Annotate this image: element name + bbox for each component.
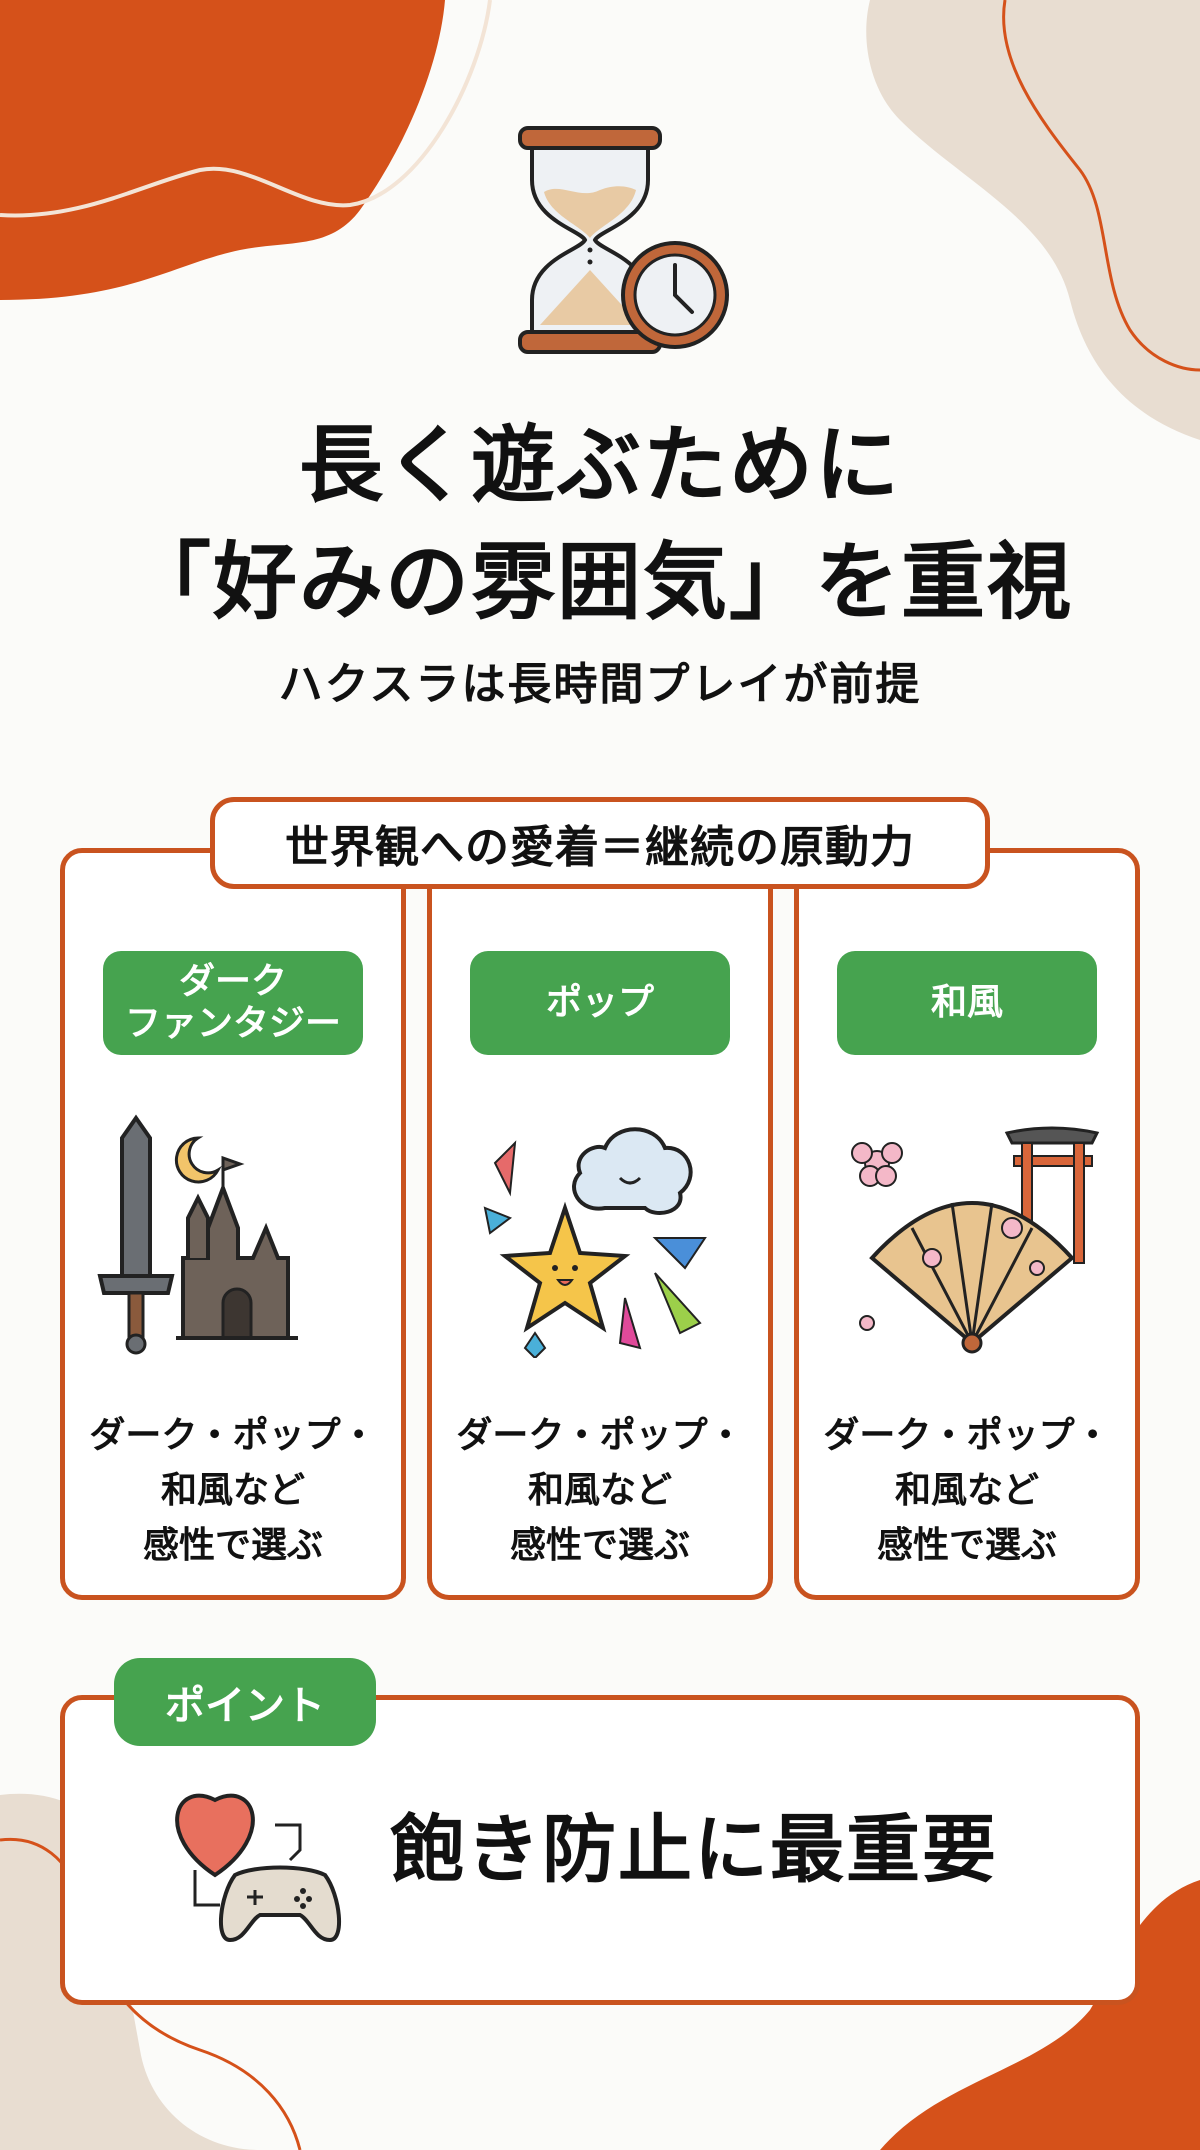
heart-gamepad-icon	[175, 1793, 342, 1943]
desc-line1: ダーク・ポップ・	[89, 1415, 377, 1456]
hourglass-clock-icon	[518, 126, 729, 354]
star-cloud-icon	[483, 1127, 707, 1358]
title-line-2: 「好みの雰囲気」を重視	[126, 533, 1073, 631]
desc-line3: 感性で選ぶ	[876, 1525, 1057, 1566]
card-tag-line1: ダーク	[178, 961, 287, 1002]
fan-torii-sakura-icon	[851, 1126, 1100, 1354]
desc-line1: ダーク・ポップ・	[823, 1415, 1111, 1456]
point-tag: ポイント	[114, 1658, 376, 1746]
desc-line1: ダーク・ポップ・	[456, 1415, 744, 1456]
point-text: 飽き防止に最重要	[390, 1807, 998, 1893]
card-description: ダーク・ポップ・ 和風など 感性で選ぶ	[65, 1408, 401, 1573]
card-description: ダーク・ポップ・ 和風など 感性で選ぶ	[799, 1408, 1135, 1573]
card-pop: ポップ ダーク・ポップ・ 和風など 感性で選ぶ	[427, 848, 773, 1600]
desc-line2: 和風など	[160, 1470, 305, 1511]
card-tag-line1: 和風	[930, 982, 1003, 1023]
card-tag-line1: ポップ	[545, 982, 654, 1023]
sword-castle-icon	[97, 1114, 298, 1355]
desc-line3: 感性で選ぶ	[142, 1525, 323, 1566]
card-tag: ポップ	[470, 951, 730, 1055]
card-dark-fantasy: ダーク ファンタジー ダーク・ポップ・ 和風など 感性で選ぶ	[60, 848, 406, 1600]
card-japanese: 和風 ダーク・ポップ・ 和風など 感性で選ぶ	[794, 848, 1140, 1600]
card-tag: 和風	[837, 951, 1097, 1055]
style-cards: ダーク ファンタジー ダーク・ポップ・ 和風など 感性で選ぶ ポップ	[60, 848, 1140, 1600]
desc-line2: 和風など	[894, 1470, 1039, 1511]
subtitle: ハクスラは長時間プレイが前提	[278, 659, 922, 710]
section-header: 世界観への愛着＝継続の原動力	[210, 797, 990, 889]
card-tag: ダーク ファンタジー	[103, 951, 363, 1055]
card-tag-line2: ファンタジー	[124, 1003, 341, 1044]
desc-line3: 感性で選ぶ	[509, 1525, 690, 1566]
card-description: ダーク・ポップ・ 和風など 感性で選ぶ	[432, 1408, 768, 1573]
title-line-1: 長く遊ぶために	[298, 416, 901, 514]
desc-line2: 和風など	[527, 1470, 672, 1511]
